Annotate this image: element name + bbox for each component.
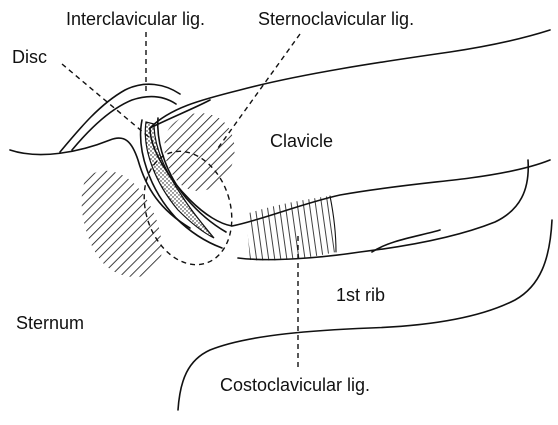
clavicle-label: Clavicle [270,132,333,150]
disc-leader [62,64,150,138]
sternum-label: Sternum [16,314,84,332]
clavicle-hatch-region [164,113,234,191]
sternoclavicular-ligament-label: Sternoclavicular lig. [258,10,414,28]
costoclavicular-ligament [246,196,336,261]
first-rib-label: 1st rib [336,286,385,304]
costoclavicular-ligament-label: Costoclavicular lig. [220,376,370,394]
interclavicular-ligament-label: Interclavicular lig. [66,10,205,28]
disc-label: Disc [12,48,47,66]
